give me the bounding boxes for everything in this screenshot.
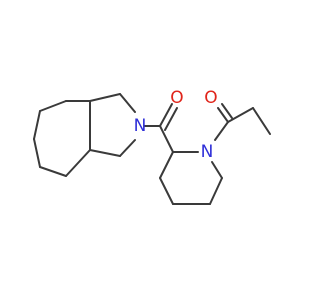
bond xyxy=(252,107,271,135)
bond xyxy=(164,107,178,131)
bonds xyxy=(33,93,271,205)
atom-o1: O xyxy=(170,88,183,108)
atom-label-nitrogen: N xyxy=(134,116,147,136)
bond xyxy=(39,100,67,112)
bond xyxy=(89,93,121,102)
atom-label-oxygen: O xyxy=(204,88,217,108)
atom-label-nitrogen: N xyxy=(201,142,214,162)
bond xyxy=(221,103,233,119)
molecule-structure-diagram: N O N O xyxy=(33,88,271,205)
bond xyxy=(159,103,173,127)
atom-label-oxygen: O xyxy=(170,88,183,108)
bond xyxy=(89,149,121,157)
bond xyxy=(119,93,136,113)
bond xyxy=(119,139,136,157)
bond xyxy=(39,166,67,177)
bond xyxy=(214,121,229,141)
bond xyxy=(209,177,223,205)
bond xyxy=(33,110,41,140)
atom-o2: O xyxy=(204,88,217,108)
bond xyxy=(211,161,223,179)
bond xyxy=(217,107,229,123)
atom-n1: N xyxy=(134,116,147,136)
bond xyxy=(227,107,254,123)
atom-n2: N xyxy=(201,142,214,162)
bond xyxy=(65,149,91,177)
bond xyxy=(33,138,41,168)
bond xyxy=(159,125,174,153)
bond xyxy=(159,177,174,205)
atom-labels: N O N O xyxy=(134,88,218,162)
bond xyxy=(159,151,174,179)
